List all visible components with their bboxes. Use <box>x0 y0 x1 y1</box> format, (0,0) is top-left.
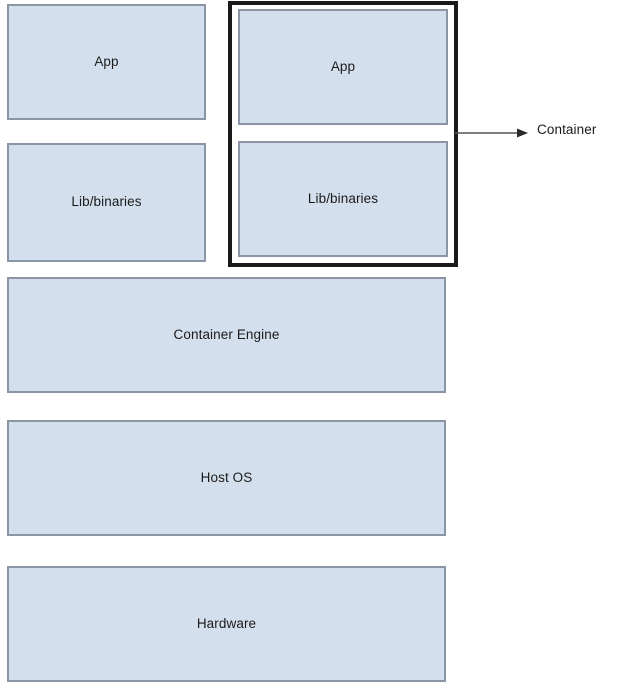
node-label: Hardware <box>196 615 257 631</box>
node-label: Lib/binaries <box>307 190 379 206</box>
container-annotation-label: Container <box>537 122 597 137</box>
node-container-engine: Container Engine <box>7 277 446 393</box>
node-lib-binaries-right: Lib/binaries <box>238 141 448 257</box>
node-app-left: App <box>7 4 206 120</box>
node-lib-binaries-left: Lib/binaries <box>7 143 206 262</box>
container-annotation-arrow-icon <box>455 128 528 138</box>
node-label: Lib/binaries <box>71 194 142 210</box>
node-label: App <box>94 53 119 69</box>
node-label: Container Engine <box>173 326 280 342</box>
node-label: App <box>330 58 356 74</box>
node-app-right: App <box>238 9 448 125</box>
node-label: Host OS <box>200 469 253 485</box>
node-host-os: Host OS <box>7 420 446 536</box>
node-hardware: Hardware <box>7 566 446 682</box>
